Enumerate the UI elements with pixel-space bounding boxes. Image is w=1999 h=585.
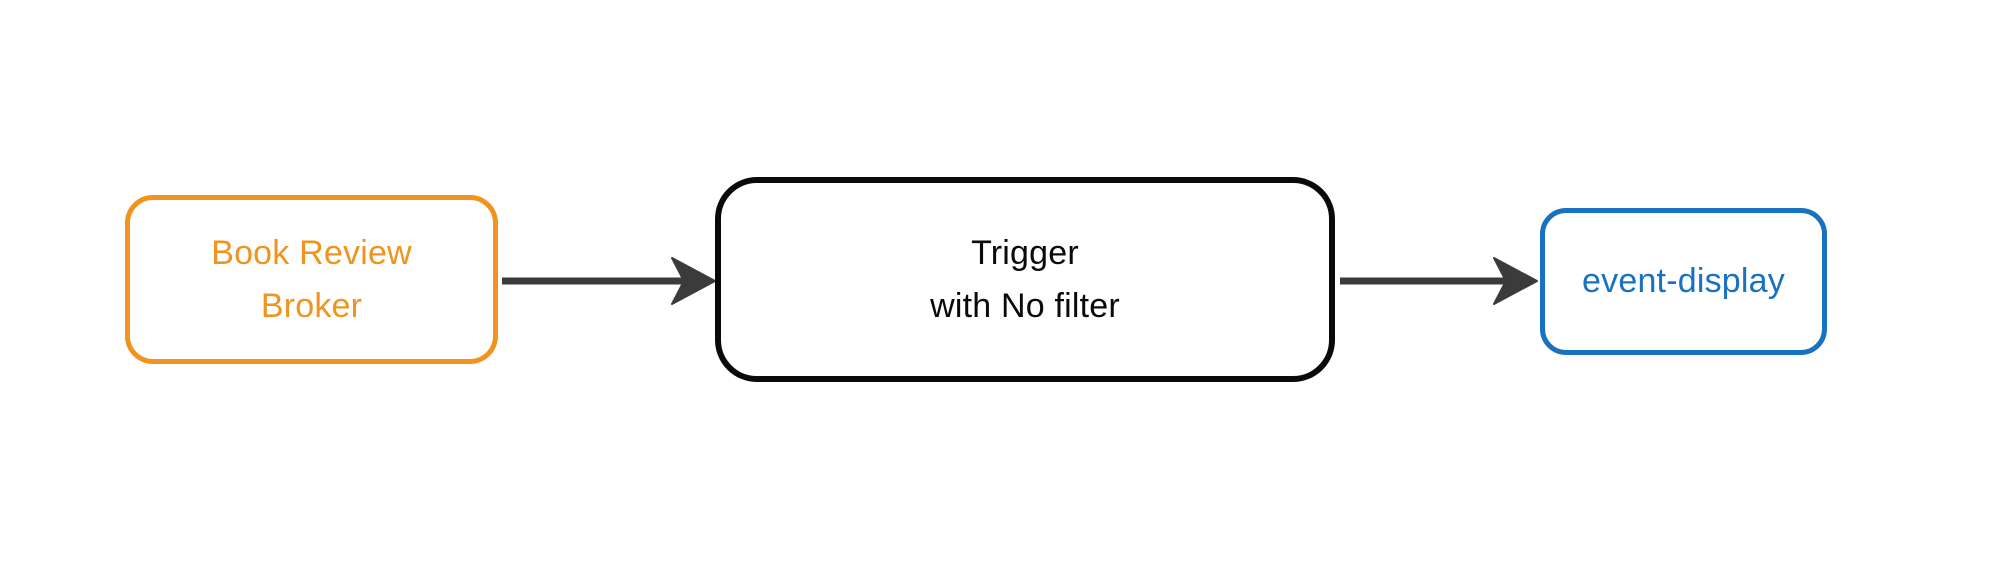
node-event-display-label: event-display [1582, 255, 1785, 308]
node-label-line: Broker [260, 286, 363, 325]
node-label-line: Trigger [971, 233, 1079, 272]
node-trigger: Trigger with No filter [715, 177, 1335, 382]
node-book-review-broker: Book Review Broker [125, 195, 498, 364]
node-book-review-broker-label: Book Review Broker [211, 227, 412, 333]
node-event-display: event-display [1540, 208, 1827, 355]
arrow-broker-to-trigger [502, 257, 716, 305]
arrow-trigger-to-event-display [1340, 257, 1538, 305]
node-label-line: with No filter [930, 286, 1120, 325]
node-trigger-label: Trigger with No filter [930, 227, 1120, 333]
node-label-line: event-display [1582, 262, 1785, 300]
node-label-line: Book Review [211, 233, 412, 272]
